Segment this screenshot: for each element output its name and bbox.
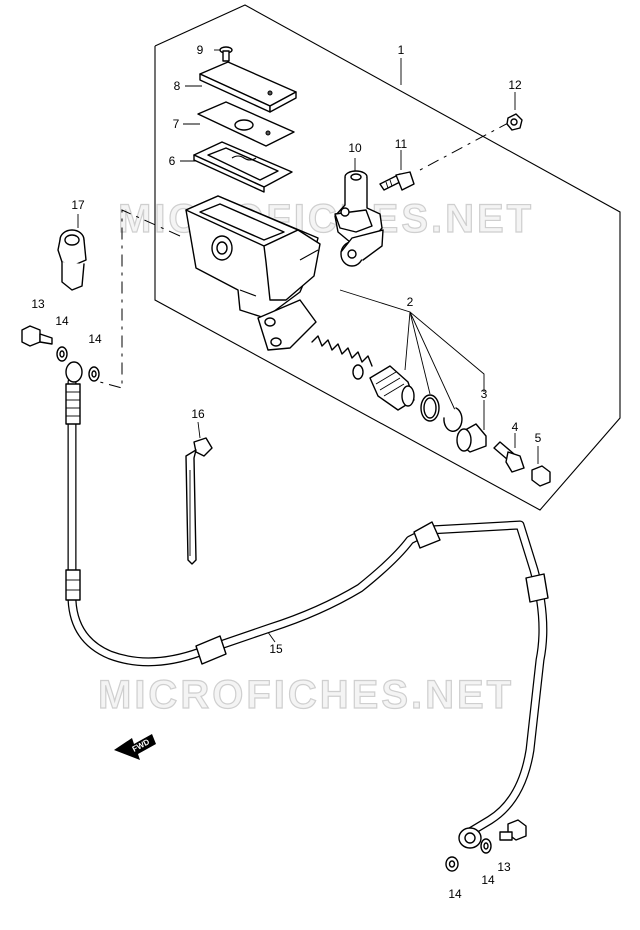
part-11-bolt (379, 171, 415, 191)
part-6-diaphragm (193, 141, 293, 193)
callout-1: 1 (398, 43, 405, 57)
callout-17: 17 (71, 198, 85, 212)
part-10-lever-bracket (334, 170, 384, 267)
callout-5: 5 (535, 431, 542, 445)
part-14-washer-bottom-1 (445, 856, 459, 872)
callout-10: 10 (348, 141, 362, 155)
callout-14b: 14 (88, 332, 102, 346)
part-5-nut (531, 465, 551, 487)
callout-15: 15 (269, 642, 283, 656)
part-15-clutch-hose (65, 361, 549, 849)
callout-4: 4 (512, 420, 519, 434)
callout-6: 6 (169, 154, 176, 168)
part-16-hose-clamp (185, 437, 213, 565)
callout-3: 3 (481, 387, 488, 401)
part-7-diaphragm-plate (197, 101, 295, 147)
callout-11: 11 (395, 137, 408, 151)
callout-7: 7 (173, 117, 180, 131)
assembly-center-lines (99, 121, 511, 389)
callout-9: 9 (197, 43, 204, 57)
leader-lines (77, 49, 539, 643)
part-14-washer-top-2 (88, 366, 100, 382)
part-3-boot (456, 423, 487, 453)
callout-12: 12 (508, 78, 522, 92)
master-cylinder-body (185, 195, 321, 351)
part-9-screw (219, 46, 233, 62)
callout-16: 16 (191, 407, 205, 421)
callout-14c: 14 (448, 887, 462, 901)
part-2-piston-kit (311, 335, 463, 432)
assembly-outline-box (154, 4, 621, 511)
part-14-washer-bottom-2 (480, 838, 492, 854)
part-13-banjo-bolt-bottom (499, 819, 527, 841)
callout-14d: 14 (481, 873, 495, 887)
watermark-top: MICROFICHES.NET (118, 197, 534, 241)
callout-13b: 13 (497, 860, 511, 874)
part-14-washer-top-1 (56, 346, 68, 362)
part-12-nut (506, 113, 523, 131)
callout-2: 2 (407, 295, 414, 309)
part-8-reservoir-cap (199, 61, 297, 113)
part-4-push-rod (493, 441, 525, 473)
fwd-arrow-icon: FWD (114, 734, 156, 760)
callout-13a: 13 (31, 297, 45, 311)
part-17-hose-boot (57, 229, 87, 291)
callout-8: 8 (174, 79, 181, 93)
callout-14a: 14 (55, 314, 69, 328)
watermark-bottom: MICROFICHES.NET (98, 673, 514, 717)
part-13-banjo-bolt-top (21, 325, 53, 347)
